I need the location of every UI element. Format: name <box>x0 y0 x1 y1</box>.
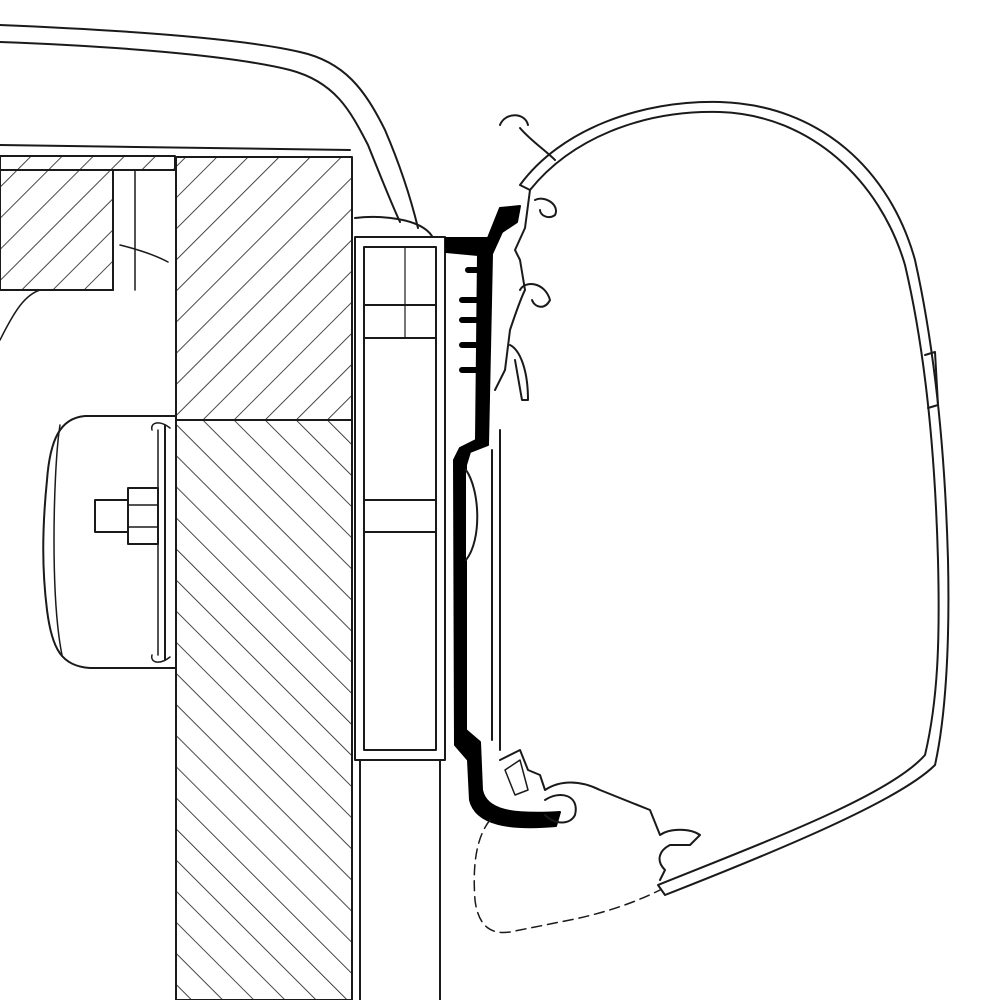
vehicle-roof-outline <box>0 24 433 341</box>
awning-cassette <box>491 100 950 896</box>
bolt-shaft <box>94 499 131 533</box>
wall-section <box>0 155 353 1000</box>
nut-icon <box>127 487 159 545</box>
bolt-housing <box>42 415 176 669</box>
mounting-rail <box>354 236 446 1000</box>
hidden-outline <box>473 819 661 934</box>
adapter-profile <box>445 205 561 829</box>
